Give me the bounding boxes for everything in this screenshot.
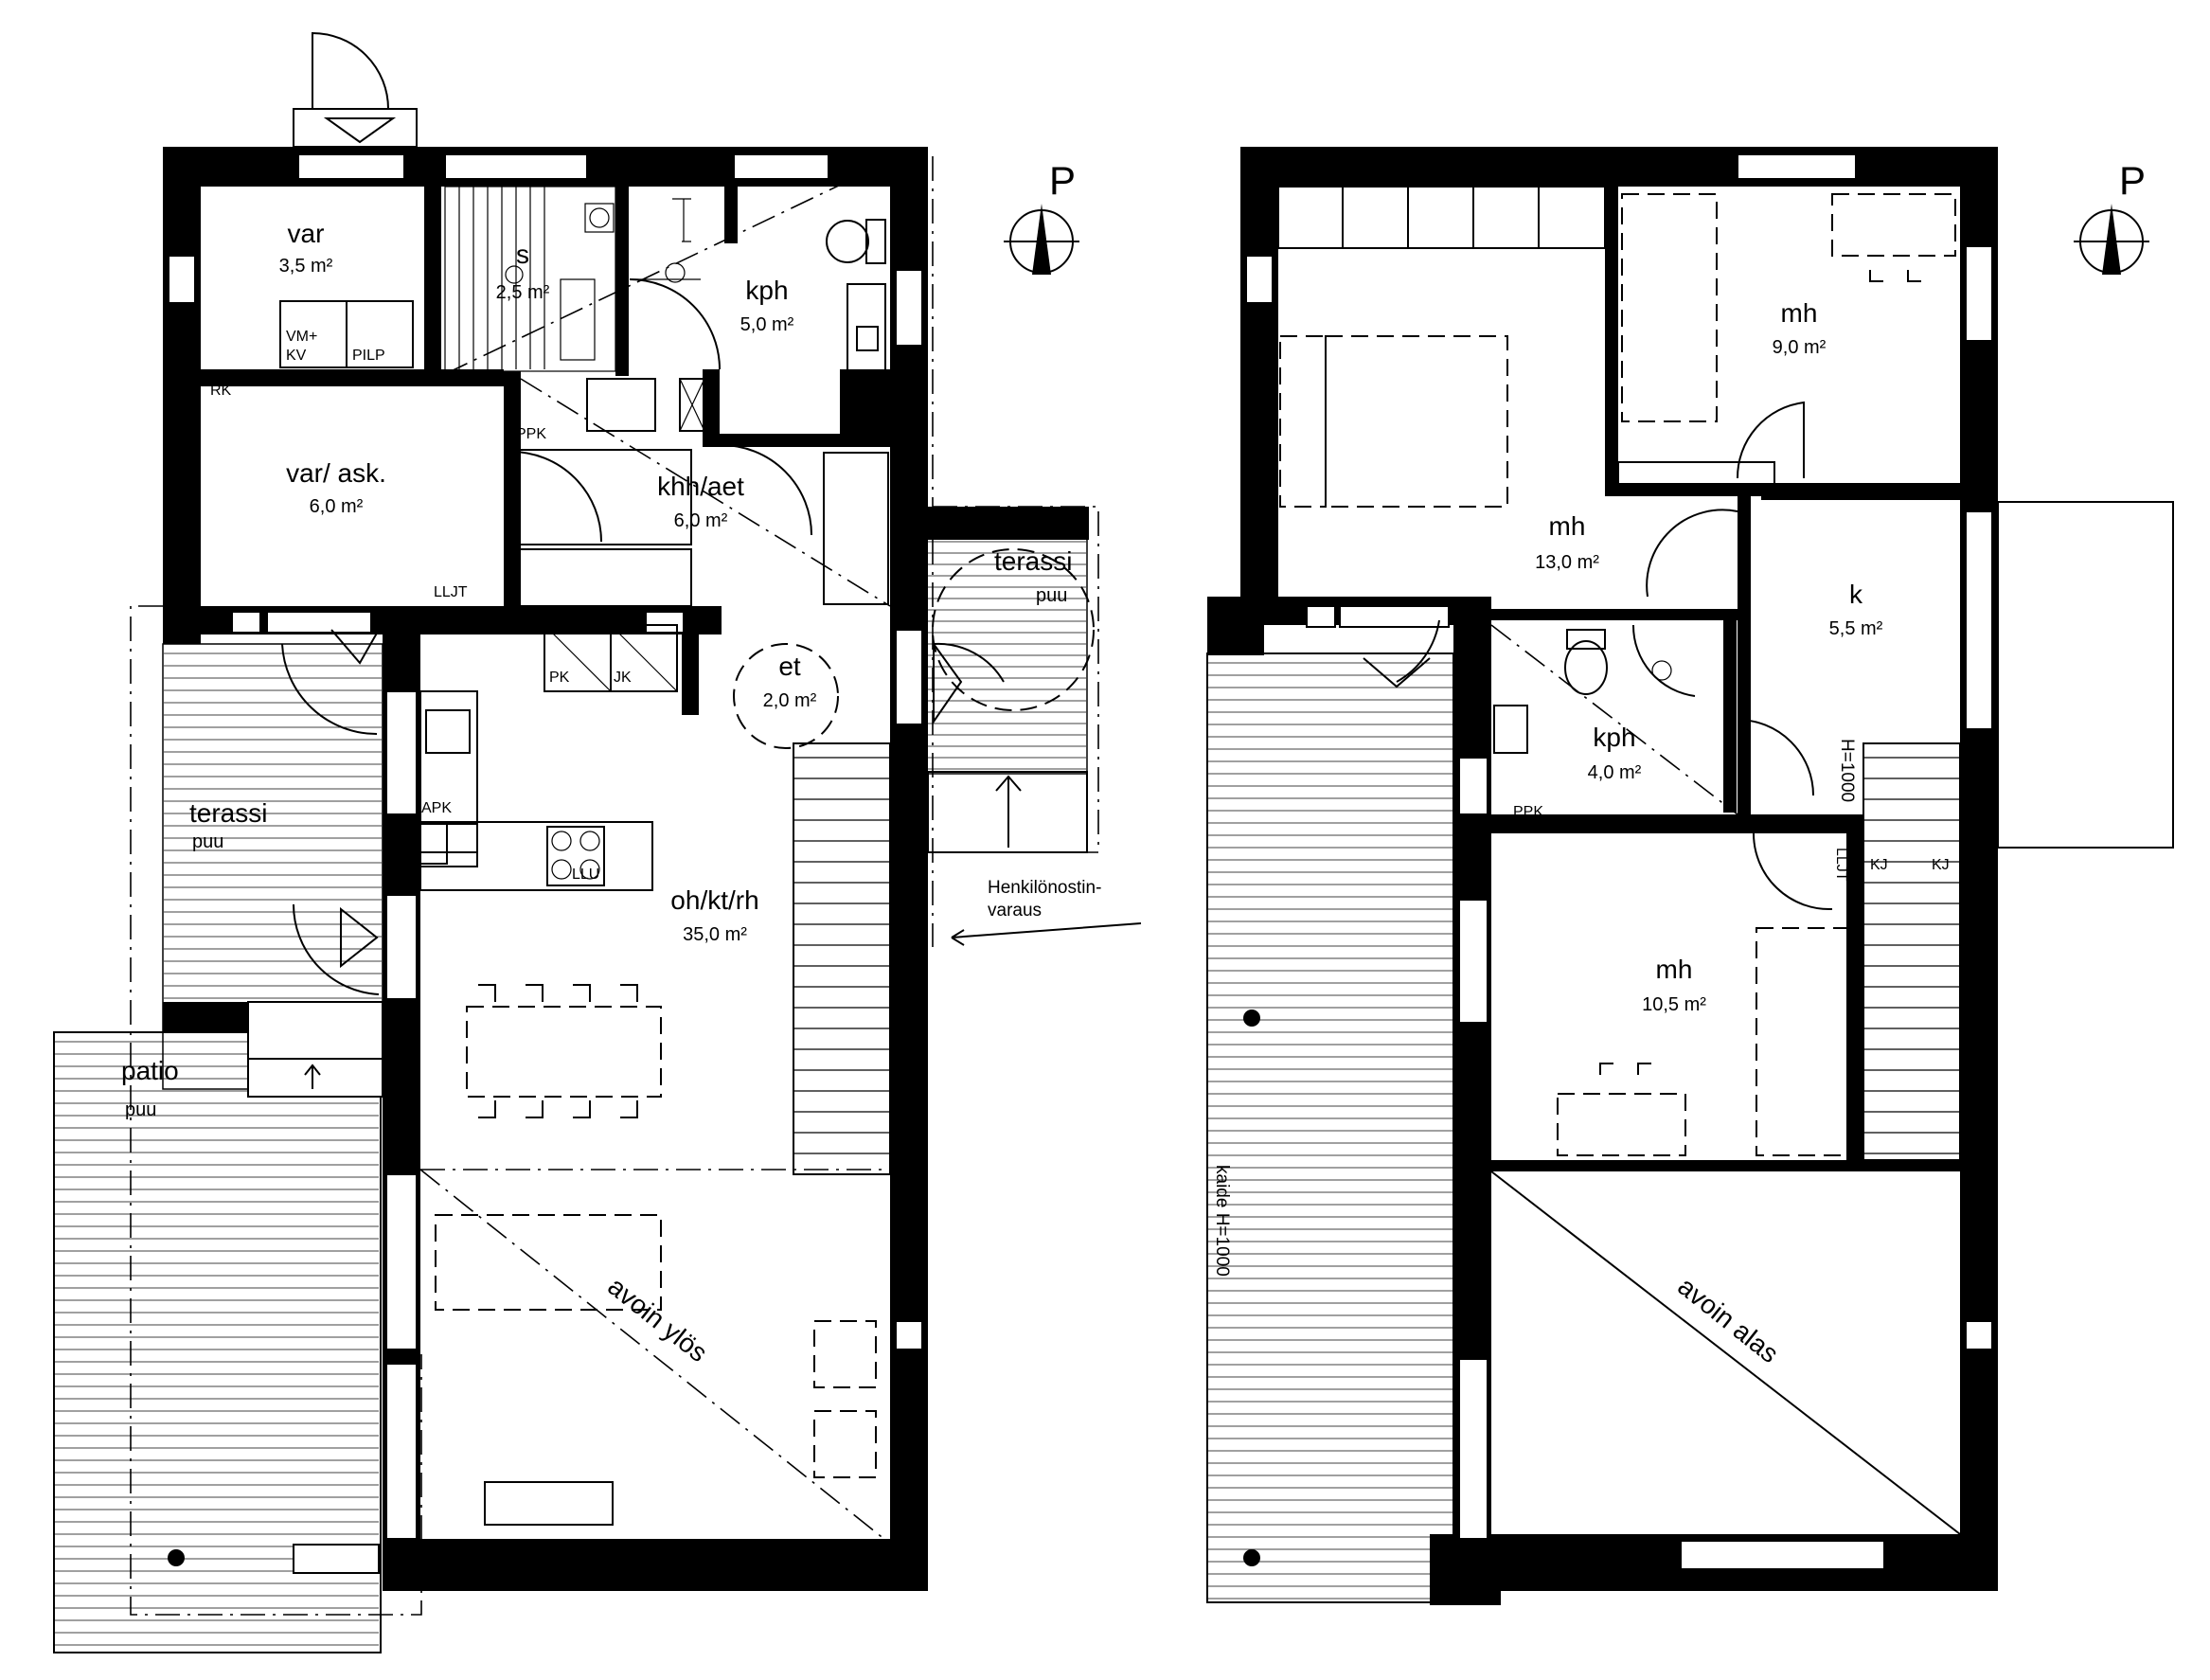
north-arrow-ground	[1004, 204, 1079, 275]
kph-diagonal	[1490, 624, 1738, 815]
terrace-east-name: terassi	[994, 546, 1072, 576]
room-area-khh-aet: 6,0 m²	[674, 510, 728, 531]
kph-fixtures	[629, 198, 886, 380]
room-name-mh-13: mh	[1549, 511, 1586, 541]
north-label-ground: P	[1049, 158, 1076, 203]
patio-material: puu	[125, 1099, 156, 1120]
terrace-east-material: puu	[1036, 585, 1067, 606]
bed-mh9	[1621, 193, 1956, 422]
terrace-doors	[247, 629, 1088, 1098]
room-name-s: s	[516, 240, 529, 269]
wardrobes-top	[1277, 186, 1606, 249]
kitchen-fixtures	[419, 624, 678, 891]
ground-stairs	[793, 742, 891, 1175]
terrace-boundary-east	[932, 156, 1099, 947]
fixture-label-pilp: PILP	[352, 348, 385, 364]
room-area-var-ask: 6,0 m²	[310, 496, 364, 517]
terrace-east-deck	[925, 531, 1088, 775]
khh-fixtures	[510, 378, 889, 607]
room-name-var-ask: var/ ask.	[286, 458, 386, 488]
room-name-kph-up: kph	[1593, 723, 1635, 752]
lift-reservation-line2: varaus	[988, 901, 1042, 920]
room-area-mh-13: 13,0 m²	[1535, 552, 1599, 573]
fixture-label-jk: JK	[614, 670, 632, 686]
fixture-label-kj-1: KJ	[1870, 857, 1888, 873]
bed-mh10	[1557, 927, 1852, 1156]
room-area-kph: 5,0 m²	[740, 314, 794, 335]
fixture-label-ppk-up: PPK	[1513, 804, 1543, 820]
room-area-s: 2,5 m²	[496, 282, 550, 303]
room-name-k: k	[1849, 580, 1863, 609]
terrace-west-material: puu	[192, 831, 223, 852]
fixture-label-ppk: PPK	[516, 426, 546, 442]
room-name-var: var	[288, 219, 325, 248]
upper-floor-windows	[1245, 153, 1993, 1570]
open-up-boundary	[419, 1169, 891, 1545]
upper-floor-walls	[1207, 147, 1998, 1605]
lift-leader	[951, 922, 1142, 946]
wardrobe-mh9	[1617, 461, 1775, 487]
room-area-var: 3,5 m²	[279, 256, 333, 277]
lift-reservation-line1: Henkilönostin-	[988, 878, 1101, 898]
ground-floor-windows	[168, 153, 923, 1574]
fixture-label-kv: KV	[286, 348, 307, 364]
fixture-label-lljt: LLJT	[434, 584, 468, 600]
room-area-kph-up: 4,0 m²	[1588, 762, 1642, 783]
post-marker	[1243, 1010, 1260, 1027]
room-name-mh-10: mh	[1656, 955, 1693, 984]
open-down-diagonal	[1490, 1171, 1961, 1535]
post-marker	[1243, 1549, 1260, 1566]
balcony-deck	[1206, 652, 1454, 1603]
fixture-label-llu: LLU	[572, 867, 599, 883]
fixture-label-kj-2: KJ	[1932, 857, 1950, 873]
room-area-mh-10: 10,5 m²	[1642, 994, 1706, 1015]
fixture-label-pk: PK	[549, 670, 570, 686]
sauna-benches	[444, 186, 616, 372]
fixture-label-vm: VM+	[286, 329, 317, 345]
upper-stairs	[1862, 742, 1961, 1161]
north-arrow-upper	[2074, 204, 2149, 275]
sofa-dashed	[435, 1214, 662, 1311]
balcony-k	[1997, 501, 2174, 849]
dining-table-dashed	[466, 984, 662, 1118]
room-name-khh-aet: khh/aet	[657, 472, 744, 501]
room-area-k: 5,5 m²	[1829, 618, 1883, 639]
post-marker	[168, 1549, 185, 1566]
bed-mh13	[1279, 335, 1508, 508]
fixture-label-rk: RK	[210, 383, 232, 399]
room-name-mh-9: mh	[1781, 298, 1818, 328]
entry-turning-circle	[733, 548, 1095, 749]
terrace-boundary-west	[130, 605, 422, 1616]
room-area-mh-9: 9,0 m²	[1773, 337, 1827, 358]
room-name-et: et	[778, 652, 801, 681]
rail-height-label: H=1000	[1837, 739, 1857, 802]
room-name-kph: kph	[745, 276, 788, 305]
tv-bench	[484, 1481, 614, 1526]
room-area-oh-kt-rh: 35,0 m²	[683, 924, 747, 945]
entrance-door	[293, 31, 418, 148]
sauna-diagonal	[444, 160, 891, 607]
room-name-oh-kt-rh: oh/kt/rh	[670, 885, 758, 915]
armchairs-dashed	[813, 1320, 877, 1478]
fixture-label-apk: APK	[421, 800, 452, 816]
terrace-west-name: terassi	[189, 798, 267, 828]
patio-name: patio	[121, 1056, 179, 1085]
room-area-et: 2,0 m²	[763, 690, 817, 711]
open-up-label: avoin ylös	[602, 1271, 713, 1367]
var-appliances	[279, 300, 414, 368]
north-label-upper: P	[2119, 158, 2146, 203]
railing-label: kaide H=1000	[1212, 1165, 1232, 1277]
upper-kph-fixtures	[1493, 624, 1696, 754]
fixture-label-lljt-up: LLJT	[1833, 848, 1849, 882]
upper-doors	[1363, 401, 1833, 911]
